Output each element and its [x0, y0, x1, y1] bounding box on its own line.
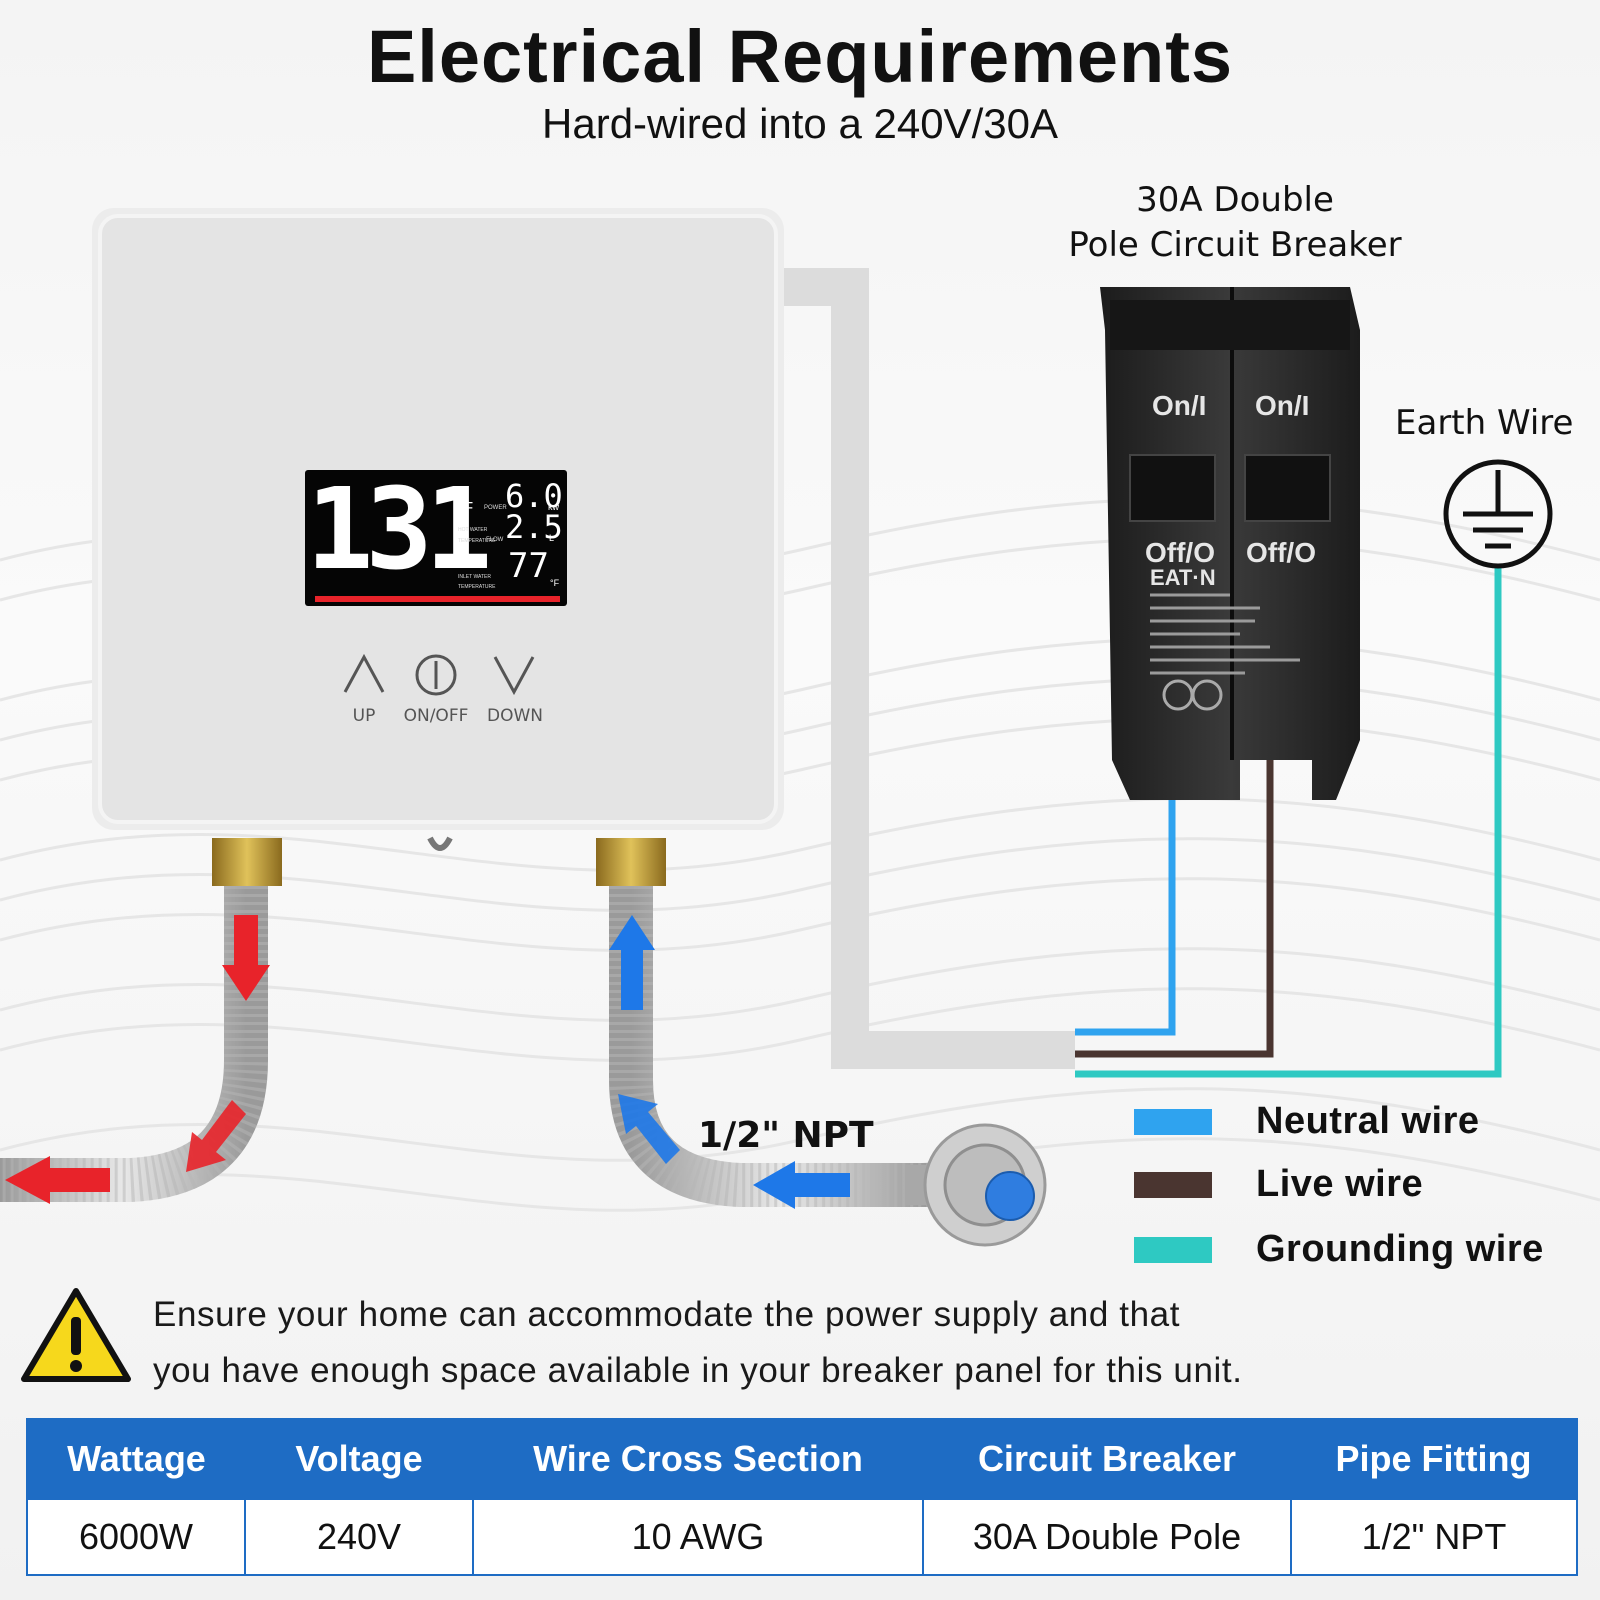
power-icon	[415, 654, 457, 696]
display-inlet-water-label: INLET WATER	[458, 574, 491, 580]
breaker-brand-logo: EAT·N	[1150, 565, 1216, 590]
cold-flow-arrows	[609, 915, 850, 1209]
live-wire	[1075, 760, 1274, 1058]
legend-swatch-live	[1134, 1171, 1212, 1198]
cold-arrow-left	[753, 1161, 850, 1209]
hot-arrow-down	[222, 915, 270, 1001]
legend-item-live: Live wire	[1134, 1163, 1423, 1206]
down-arrow-icon	[493, 656, 535, 696]
legend-label-neutral: Neutral wire	[1256, 1100, 1480, 1142]
display-flow-unit: L	[549, 533, 555, 543]
display-power-unit: kw	[548, 502, 559, 512]
value-wattage: 6000W	[26, 1498, 246, 1576]
cold-inlet-fitting	[596, 838, 666, 886]
neutral-wire	[1075, 760, 1176, 1036]
header-pipe-fitting: Pipe Fitting	[1291, 1419, 1577, 1499]
shutoff-valve	[905, 1123, 1047, 1247]
breaker-on-label-left: On/I	[1152, 390, 1207, 421]
value-pipe-fitting: 1/2" NPT	[1290, 1498, 1578, 1576]
display-hot-water-label: HOT WATER	[458, 527, 488, 533]
header-wattage: Wattage	[27, 1419, 245, 1499]
page-title: Electrical Requirements	[366, 15, 1234, 98]
earth-wire-label: Earth Wire	[1395, 403, 1574, 443]
breaker-off-label-right: Off/O	[1246, 537, 1316, 568]
value-circuit-breaker: 30A Double Pole	[922, 1498, 1292, 1576]
earth-ground-icon	[1443, 459, 1553, 569]
water-heater-unit	[92, 208, 784, 851]
hot-outlet-fitting	[212, 838, 282, 886]
hot-arrow-left	[5, 1156, 110, 1204]
warning-line2: you have enough space available in your …	[153, 1351, 1243, 1390]
cold-arrow-up	[609, 915, 655, 1010]
legend-item-grounding: Grounding wire	[1134, 1228, 1544, 1271]
cold-arrow-diag	[618, 1094, 680, 1164]
ground-wire	[1075, 568, 1502, 1078]
display-inlet-value: 77	[508, 546, 549, 586]
display-temperature-label: TEMPERATURE	[458, 538, 496, 544]
heater-display	[305, 470, 567, 606]
up-arrow-icon	[343, 653, 385, 693]
breaker-on-label-right: On/I	[1255, 390, 1310, 421]
down-button-label[interactable]: DOWN	[487, 706, 543, 726]
breaker-title-line1: 30A Double	[1136, 180, 1334, 220]
hot-flow-arrows	[5, 915, 270, 1204]
display-inlet-unit: °F	[550, 578, 560, 588]
warning-icon	[21, 1288, 131, 1382]
display-power-value: 6.0	[505, 477, 563, 515]
legend-swatch-neutral	[1134, 1108, 1212, 1135]
header-voltage: Voltage	[245, 1419, 473, 1499]
display-flow-value: 2.5	[505, 508, 563, 546]
breaker-off-label-left: Off/O	[1145, 537, 1215, 568]
hot-arrow-diag	[186, 1100, 246, 1172]
header-circuit-breaker: Circuit Breaker	[923, 1419, 1291, 1499]
legend-swatch-grounding	[1134, 1236, 1212, 1263]
warning-line1: Ensure your home can accommodate the pow…	[153, 1295, 1181, 1334]
hot-water-hose-outline	[0, 886, 268, 1202]
breaker-title: 30A Double Pole Circuit Breaker	[1030, 178, 1440, 268]
display-temp-unit: °F	[457, 500, 474, 517]
header-wire-cross-section: Wire Cross Section	[473, 1419, 923, 1499]
specs-header-row: Wattage Voltage Wire Cross Section Circu…	[27, 1419, 1577, 1499]
display-heat-bar	[315, 596, 560, 602]
legend-label-live: Live wire	[1256, 1163, 1424, 1205]
display-flow-label: FLOW	[486, 537, 504, 543]
specs-value-row: 6000W 240V 10 AWG 30A Double Pole 1/2" N…	[26, 1498, 1578, 1576]
display-temperature: 131	[306, 465, 492, 595]
legend-item-neutral: Neutral wire	[1134, 1100, 1480, 1143]
breaker-screw	[1162, 679, 1194, 711]
display-inlet-temperature-label: TEMPERATURE	[458, 584, 496, 590]
onoff-button-label[interactable]: ON/OFF	[403, 706, 469, 726]
display-power-label: POWER	[484, 505, 507, 511]
value-wire-cross-section: 10 AWG	[472, 1498, 924, 1576]
up-button-label[interactable]: UP	[352, 706, 376, 726]
legend-label-grounding: Grounding wire	[1256, 1228, 1544, 1270]
specs-table: Wattage Voltage Wire Cross Section Circu…	[26, 1418, 1578, 1576]
page-subtitle: Hard-wired into a 240V/30A	[542, 100, 1058, 147]
conduit	[780, 268, 1075, 1069]
valve-handle-cap	[985, 1171, 1035, 1221]
breaker-title-line2: Pole Circuit Breaker	[1068, 225, 1402, 265]
cold-water-hose	[609, 886, 930, 1207]
warning-text: Ensure your home can accommodate the pow…	[153, 1287, 1243, 1399]
pipe-fitting-label: 1/2" NPT	[698, 1115, 874, 1156]
value-voltage: 240V	[244, 1498, 474, 1576]
double-pole-circuit-breaker	[1100, 287, 1360, 800]
